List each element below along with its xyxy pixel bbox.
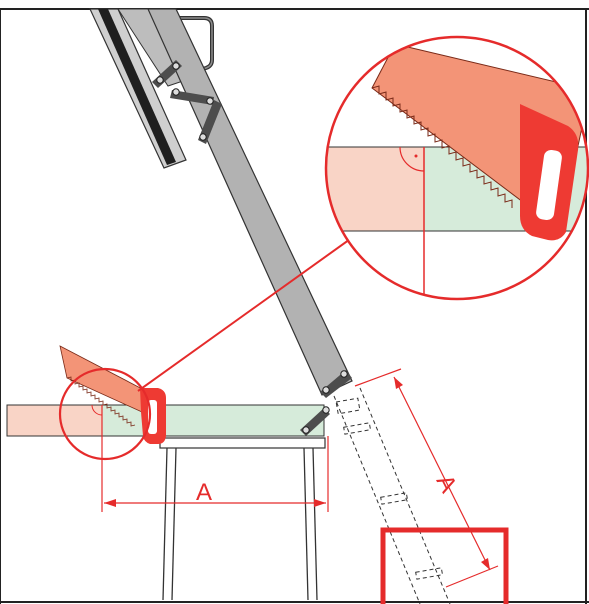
detail-circle-small xyxy=(58,367,152,461)
dimension-diagonal: A xyxy=(354,368,499,588)
detail-connector-line xyxy=(137,231,361,392)
detail-circle-zoom xyxy=(324,35,589,301)
dimension-label-diagonal: A xyxy=(431,470,462,497)
ladder-hinge-upper xyxy=(152,60,222,144)
right-angle-icon xyxy=(91,404,103,416)
ladder-lower-dashed xyxy=(333,387,451,604)
dimension-label-horizontal: A xyxy=(196,479,212,506)
board xyxy=(6,404,325,437)
ladder-rail xyxy=(147,8,353,396)
ladder-hinge-lower xyxy=(300,370,352,436)
work-table xyxy=(159,437,326,601)
dimension-horizontal: A xyxy=(101,436,329,512)
floor-opening-frame xyxy=(380,527,509,604)
